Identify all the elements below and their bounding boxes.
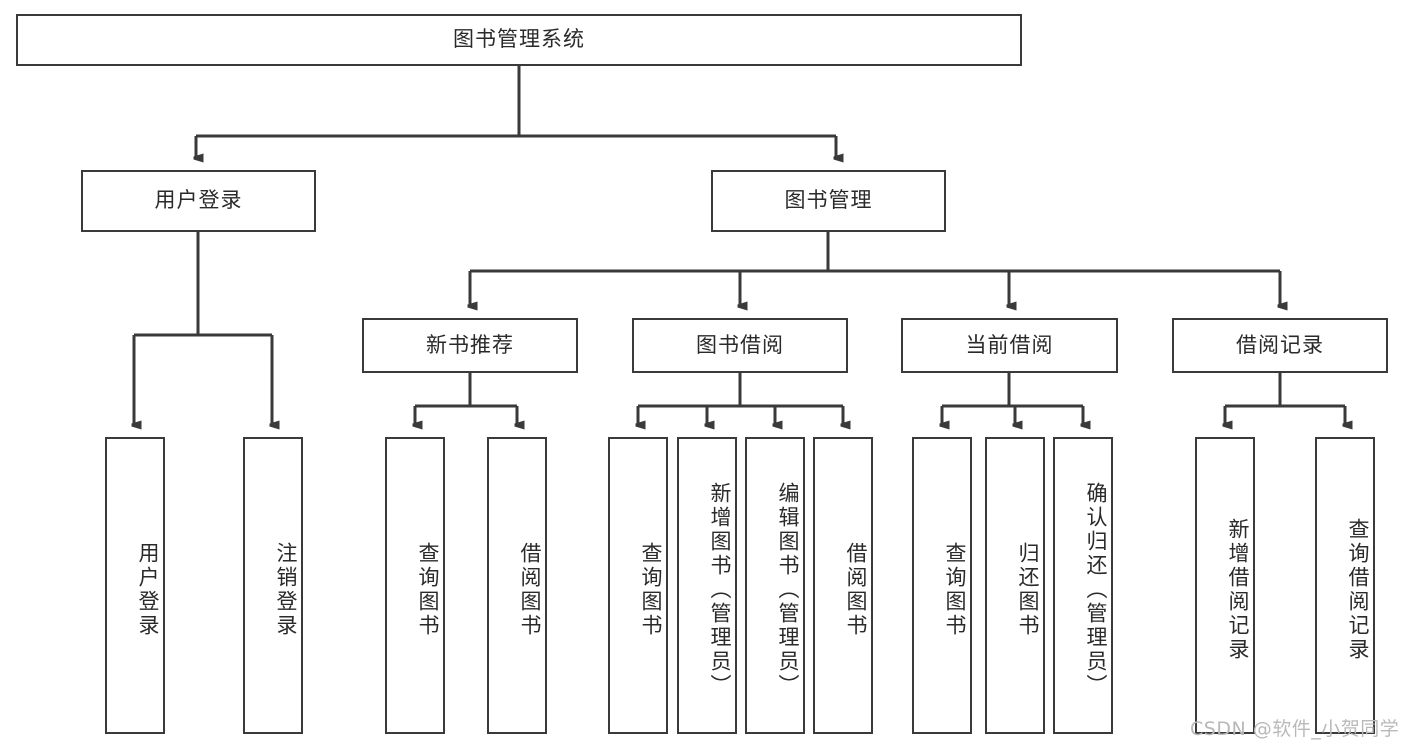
- leaf-borrow-book-rec[interactable]: 借阅图书: [487, 437, 547, 734]
- leaf-add-book-label: 新增图书（管理员）: [708, 481, 732, 698]
- node-current-borrow[interactable]: 当前借阅: [901, 318, 1118, 373]
- leaf-return-book[interactable]: 归还图书: [985, 437, 1045, 734]
- leaf-query-record[interactable]: 查询借阅记录: [1315, 437, 1375, 734]
- leaf-confirm-return[interactable]: 确认归还（管理员）: [1053, 437, 1113, 734]
- node-book-borrow-label: 图书借阅: [696, 332, 784, 357]
- leaf-return-book-label: 归还图书: [1016, 541, 1040, 638]
- node-borrow-record-label: 借阅记录: [1236, 332, 1324, 357]
- leaf-query-book-current[interactable]: 查询图书: [912, 437, 972, 734]
- leaf-user-login-label: 用户登录: [136, 541, 160, 638]
- csdn-watermark: CSDN @软件_小贺同学: [1190, 718, 1400, 740]
- leaf-query-book-current-label: 查询图书: [943, 541, 967, 638]
- leaf-query-book-borrow-label: 查询图书: [639, 541, 663, 638]
- node-borrow-record[interactable]: 借阅记录: [1172, 318, 1388, 373]
- node-new-book-recommend[interactable]: 新书推荐: [362, 318, 578, 373]
- leaf-borrow-book-label: 借阅图书: [844, 541, 868, 638]
- leaf-borrow-book[interactable]: 借阅图书: [813, 437, 873, 734]
- node-new-book-recommend-label: 新书推荐: [426, 332, 514, 357]
- leaf-edit-book-label: 编辑图书（管理员）: [776, 481, 800, 698]
- leaf-add-book[interactable]: 新增图书（管理员）: [677, 437, 737, 734]
- leaf-edit-book[interactable]: 编辑图书（管理员）: [745, 437, 805, 734]
- node-root[interactable]: 图书管理系统: [16, 14, 1022, 66]
- node-user-login-label: 用户登录: [154, 188, 243, 213]
- leaf-query-book-borrow[interactable]: 查询图书: [608, 437, 668, 734]
- leaf-confirm-return-label: 确认归还（管理员）: [1084, 481, 1108, 698]
- node-current-borrow-label: 当前借阅: [965, 332, 1054, 357]
- leaf-user-logout[interactable]: 注销登录: [243, 437, 303, 734]
- leaf-user-login[interactable]: 用户登录: [105, 437, 165, 734]
- node-book-manage-label: 图书管理: [784, 188, 873, 213]
- leaf-add-record-label: 新增借阅记录: [1226, 517, 1250, 662]
- leaf-borrow-book-rec-label: 借阅图书: [518, 541, 542, 638]
- node-user-login[interactable]: 用户登录: [81, 170, 316, 232]
- leaf-user-logout-label: 注销登录: [274, 541, 298, 638]
- node-book-borrow[interactable]: 图书借阅: [632, 318, 848, 373]
- node-book-manage[interactable]: 图书管理: [711, 170, 946, 232]
- leaf-add-record[interactable]: 新增借阅记录: [1195, 437, 1255, 734]
- leaf-query-record-label: 查询借阅记录: [1346, 517, 1370, 662]
- leaf-query-book-rec-label: 查询图书: [416, 541, 440, 638]
- leaf-query-book-rec[interactable]: 查询图书: [385, 437, 445, 734]
- node-root-label: 图书管理系统: [453, 27, 585, 52]
